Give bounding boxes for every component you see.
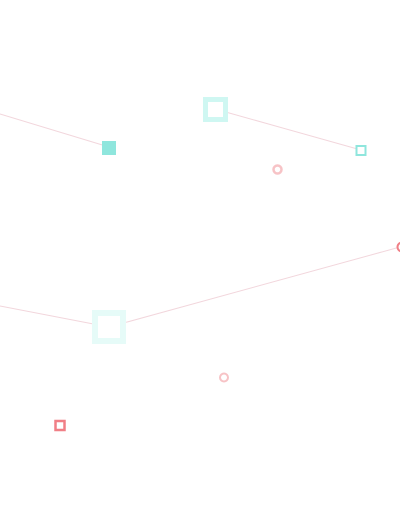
teal-square-outline-large <box>203 97 228 122</box>
teal-square-outline-small <box>355 145 367 156</box>
pink-circle-edge <box>396 241 400 253</box>
teal-square-outline-bottom-large <box>92 310 126 344</box>
line-middle-right <box>108 246 400 328</box>
line-middle-left <box>0 305 110 328</box>
connecting-lines <box>0 108 400 328</box>
pink-square-outline <box>54 419 66 432</box>
pink-circle-outline <box>272 164 283 175</box>
line-top-right <box>214 108 362 151</box>
line-top-left <box>0 113 110 148</box>
teal-square-filled <box>102 141 116 155</box>
pink-circle-outline-bottom <box>219 372 229 383</box>
